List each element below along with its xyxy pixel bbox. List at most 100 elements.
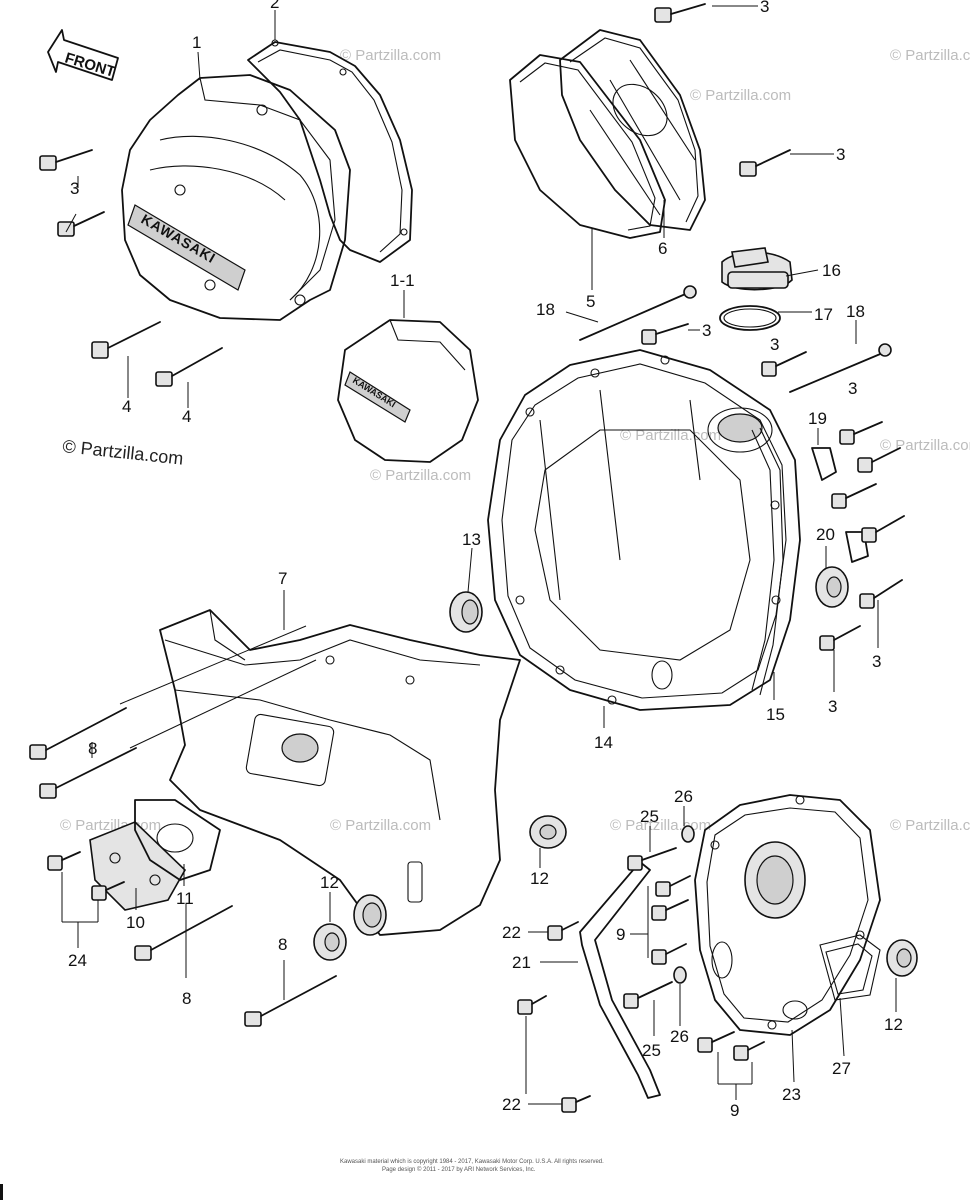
long-bolt	[134, 905, 233, 961]
watermark: © Partzilla.com	[890, 47, 970, 64]
bolt	[517, 995, 547, 1015]
callout-label: 27	[832, 1059, 851, 1078]
callout-label: 7	[278, 569, 287, 588]
callout-label: 21	[512, 953, 531, 972]
leader-lines	[61, 5, 897, 1105]
callout-label: 2	[270, 0, 279, 12]
long-bolt	[244, 975, 337, 1027]
crankcase-cover	[487, 349, 801, 711]
bolt	[819, 625, 861, 651]
callout-label: 26	[670, 1027, 689, 1046]
callout-label: 3	[760, 0, 769, 16]
callout-label: 25	[640, 807, 659, 826]
oil-seal	[815, 566, 849, 608]
bolt	[655, 875, 691, 897]
generator-cover: KAWASAKI	[121, 74, 351, 321]
long-bolt	[29, 707, 127, 760]
callout-label: 3	[70, 179, 79, 198]
callout-labels: 1 2 3 3 3 3 3 3 3 3 4 4 1-1 5 6 16 17 18…	[68, 0, 903, 1120]
watermark-main: © Partzilla.com	[62, 436, 185, 469]
generator-gasket	[247, 39, 413, 263]
sprocket-cover	[159, 609, 521, 936]
callout-label: 13	[462, 530, 481, 549]
bolt	[654, 3, 706, 23]
callout-label: 3	[828, 697, 837, 716]
bolt	[739, 149, 791, 177]
callout-label: 5	[586, 292, 595, 311]
callout-label: 1	[192, 33, 201, 52]
watermark: © Partzilla.com	[330, 817, 431, 834]
long-bolt	[39, 747, 137, 799]
clamp	[811, 447, 869, 563]
oil-filler-cap	[721, 247, 793, 291]
callout-label: 17	[814, 305, 833, 324]
kawasaki-badge: KAWASAKI	[127, 204, 246, 291]
callout-label: 9	[616, 925, 625, 944]
callout-label: 16	[822, 261, 841, 280]
bolt	[47, 851, 81, 871]
callout-label: 8	[182, 989, 191, 1008]
callout-label: 24	[68, 951, 87, 970]
bolt	[651, 899, 689, 921]
bolt	[39, 149, 93, 171]
bolt	[859, 579, 903, 609]
watermark: © Partzilla.com	[690, 87, 791, 104]
callout-label: 4	[122, 397, 131, 416]
callout-label: 14	[594, 733, 613, 752]
oil-seal	[529, 815, 567, 849]
o-ring	[719, 305, 781, 331]
front-arrow-icon: FRONT	[47, 29, 119, 81]
watermark: © Partzilla.com	[880, 437, 970, 454]
generator-cover-alt: KAWASAKI	[337, 319, 479, 463]
callout-label: 3	[836, 145, 845, 164]
bolt	[651, 943, 687, 965]
callout-label: 20	[816, 525, 835, 544]
callout-label: 22	[502, 923, 521, 942]
watermark: © Partzilla.com	[890, 817, 970, 834]
copyright-line: Page design © 2011 - 2017 by ARI Network…	[382, 1166, 536, 1173]
side-cover	[694, 794, 881, 1036]
oil-seal	[886, 939, 918, 977]
bolt	[627, 847, 677, 871]
copyright-line: Kawasaki material which is copyright 198…	[340, 1159, 604, 1165]
callout-label: 11	[176, 889, 194, 908]
watermark: © Partzilla.com	[610, 817, 711, 834]
bolt	[57, 211, 105, 237]
callout-label: 18	[846, 302, 865, 321]
callout-label: 3	[848, 379, 857, 398]
bolt	[697, 1031, 735, 1053]
plate-gasket	[134, 799, 221, 881]
callout-label: 23	[782, 1085, 801, 1104]
callout-label: 18	[536, 300, 555, 319]
bolt	[91, 881, 125, 901]
callout-label: 19	[808, 409, 827, 428]
chain-guard-strap	[579, 861, 661, 1099]
callout-label: 12	[884, 1015, 903, 1034]
edge-mark	[0, 1184, 3, 1200]
plug	[449, 591, 483, 633]
callout-label: 10	[126, 913, 145, 932]
callout-label: 26	[674, 787, 693, 806]
callout-label: 9	[730, 1101, 739, 1120]
callout-label: 3	[770, 335, 779, 354]
bolt	[839, 421, 883, 445]
callout-label: 8	[278, 935, 287, 954]
clutch-gasket	[509, 54, 666, 239]
bolt	[623, 981, 673, 1009]
bolt	[761, 351, 807, 377]
callout-label: 15	[766, 705, 785, 724]
bolt	[547, 921, 579, 941]
bolt	[861, 515, 905, 543]
clutch-cover-inner	[559, 29, 706, 231]
bolt	[561, 1095, 591, 1113]
callout-label: 1-1	[390, 271, 415, 290]
washer	[673, 966, 687, 984]
side-cover-gasket	[819, 934, 881, 1001]
bolt	[641, 323, 689, 345]
bolt	[733, 1041, 765, 1061]
callout-label: 22	[502, 1095, 521, 1114]
bolt	[155, 347, 223, 387]
callout-label: 3	[702, 321, 711, 340]
bolt	[831, 483, 877, 509]
